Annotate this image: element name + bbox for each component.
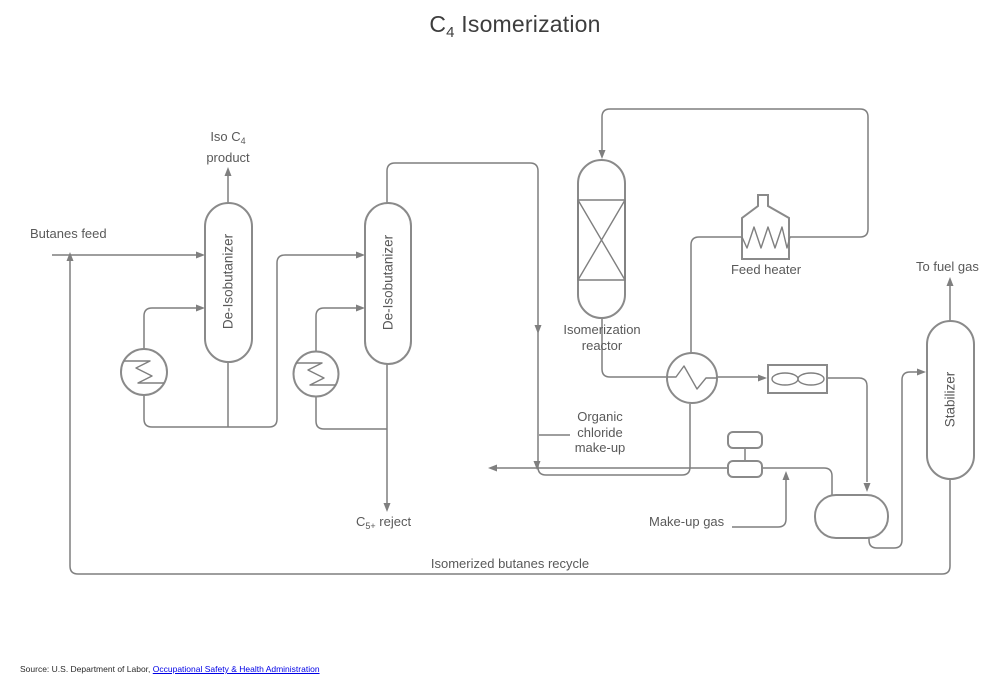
label-iso-c4-product: Iso C4 product	[182, 129, 274, 165]
title-base: C	[429, 11, 447, 37]
flow-arrows	[66, 150, 954, 512]
arrow-into-drum	[863, 483, 871, 492]
reactor-catalyst-bed	[577, 199, 626, 281]
compressor-body	[727, 460, 763, 478]
exchanger-coil	[667, 365, 717, 390]
arrow-into-reactor	[598, 150, 606, 159]
arrow-overhead-down-mid	[534, 325, 542, 334]
recycle-gas-compressor	[727, 431, 763, 478]
source-prefix: Source: U.S. Department of Labor,	[20, 664, 153, 674]
title-rest: Isomerization	[454, 11, 601, 37]
source-attribution: Source: U.S. Department of Labor, Occupa…	[20, 664, 320, 674]
reactor-label-line2: reactor	[581, 337, 623, 353]
catalyst-bed-box	[577, 199, 626, 281]
label-deisobutanizer-1: De-Isobutanizer	[220, 233, 236, 330]
pipe-reboiler1-loop-and-column2-feed	[143, 254, 356, 428]
cooler-fan-right	[797, 372, 825, 386]
reboiler-2	[292, 350, 340, 398]
feed-exchanger	[666, 352, 718, 404]
air-cooler	[767, 364, 828, 394]
pipe-reboiler2-return	[315, 307, 356, 352]
c5-rest: reject	[375, 514, 412, 529]
separator-drum	[814, 494, 889, 539]
catalyst-bed-cross	[577, 199, 626, 281]
pipe-reboiler2-loop	[315, 396, 387, 430]
reboiler-2-coil	[296, 362, 336, 386]
arrow-reboiler2-return	[356, 304, 365, 312]
iso-c4-text: Iso C	[210, 129, 241, 144]
organic-chloride-line2: chloride	[577, 424, 623, 440]
label-organic-chloride-makeup: Organic chloride make-up	[555, 409, 645, 456]
label-isomerization-reactor: Isomerization reactor	[547, 322, 657, 353]
label-butanes-feed: Butanes feed	[30, 226, 107, 241]
pipe-isomerized-recycle	[69, 261, 951, 575]
title-subscript: 4	[446, 24, 455, 41]
label-feed-heater: Feed heater	[730, 262, 802, 277]
iso-c4-sub: 4	[240, 136, 246, 146]
pipe-cooler-to-drum	[827, 377, 868, 482]
arrow-feed-into-column1	[196, 251, 205, 259]
arrow-gas-to-left	[488, 464, 497, 472]
osha-link[interactable]: Occupational Safety & Health Administrat…	[152, 664, 320, 674]
arrow-makeup-joins-line	[782, 471, 790, 480]
label-deisobutanizer-2: De-Isobutanizer	[380, 234, 396, 331]
vessel-deisobutanizer-1	[204, 202, 253, 363]
pipe-drum-to-stabilizer	[868, 371, 917, 549]
vessel-stabilizer	[926, 320, 975, 480]
pipe-recycle-gas-compressor	[497, 467, 833, 495]
vessel-deisobutanizer-2	[364, 202, 412, 365]
label-c5-reject: C5+ reject	[356, 514, 411, 535]
label-stabilizer: Stabilizer	[942, 371, 958, 428]
arrow-c5-reject	[383, 503, 391, 512]
pipe-reactor-effluent	[601, 318, 667, 378]
pipe-reboiler1-return	[143, 307, 196, 349]
arrow-overhead-down-low	[533, 461, 541, 470]
arrow-feed-into-column2	[356, 251, 365, 259]
arrow-reboiler1-return	[196, 304, 205, 312]
compressor-motor	[727, 431, 763, 449]
label-isomerized-butanes-recycle: Isomerized butanes recycle	[430, 556, 590, 571]
arrow-into-stabilizer	[917, 368, 926, 376]
pipe-make-up-gas	[732, 480, 787, 528]
reactor-label-line1: Isomerization	[563, 322, 641, 337]
arrow-recycle-joins-feed	[66, 252, 74, 261]
arrow-isoc4-product	[224, 167, 232, 176]
feed-heater-coil	[741, 226, 791, 249]
feed-heater-symbol	[741, 194, 791, 260]
label-make-up-gas: Make-up gas	[649, 514, 725, 529]
arrow-into-cooler	[758, 374, 767, 382]
reboiler-1	[120, 348, 168, 396]
pipe-heater-to-reactor	[601, 108, 869, 238]
pipe-column2-overhead-to-exchanger	[386, 162, 691, 476]
c5-base: C	[356, 514, 366, 529]
page-title: C4 Isomerization	[30, 11, 1000, 41]
label-to-fuel-gas: To fuel gas	[916, 259, 979, 274]
organic-chloride-line3: make-up	[574, 440, 626, 455]
reboiler-1-coil	[124, 360, 164, 384]
iso-c4-product-text: product	[206, 149, 250, 165]
organic-chloride-line1: Organic	[577, 409, 623, 424]
arrow-fuel-gas	[946, 277, 954, 286]
pipe-exchanger-to-heater	[690, 236, 742, 353]
c5-sub: 5+	[365, 521, 376, 531]
